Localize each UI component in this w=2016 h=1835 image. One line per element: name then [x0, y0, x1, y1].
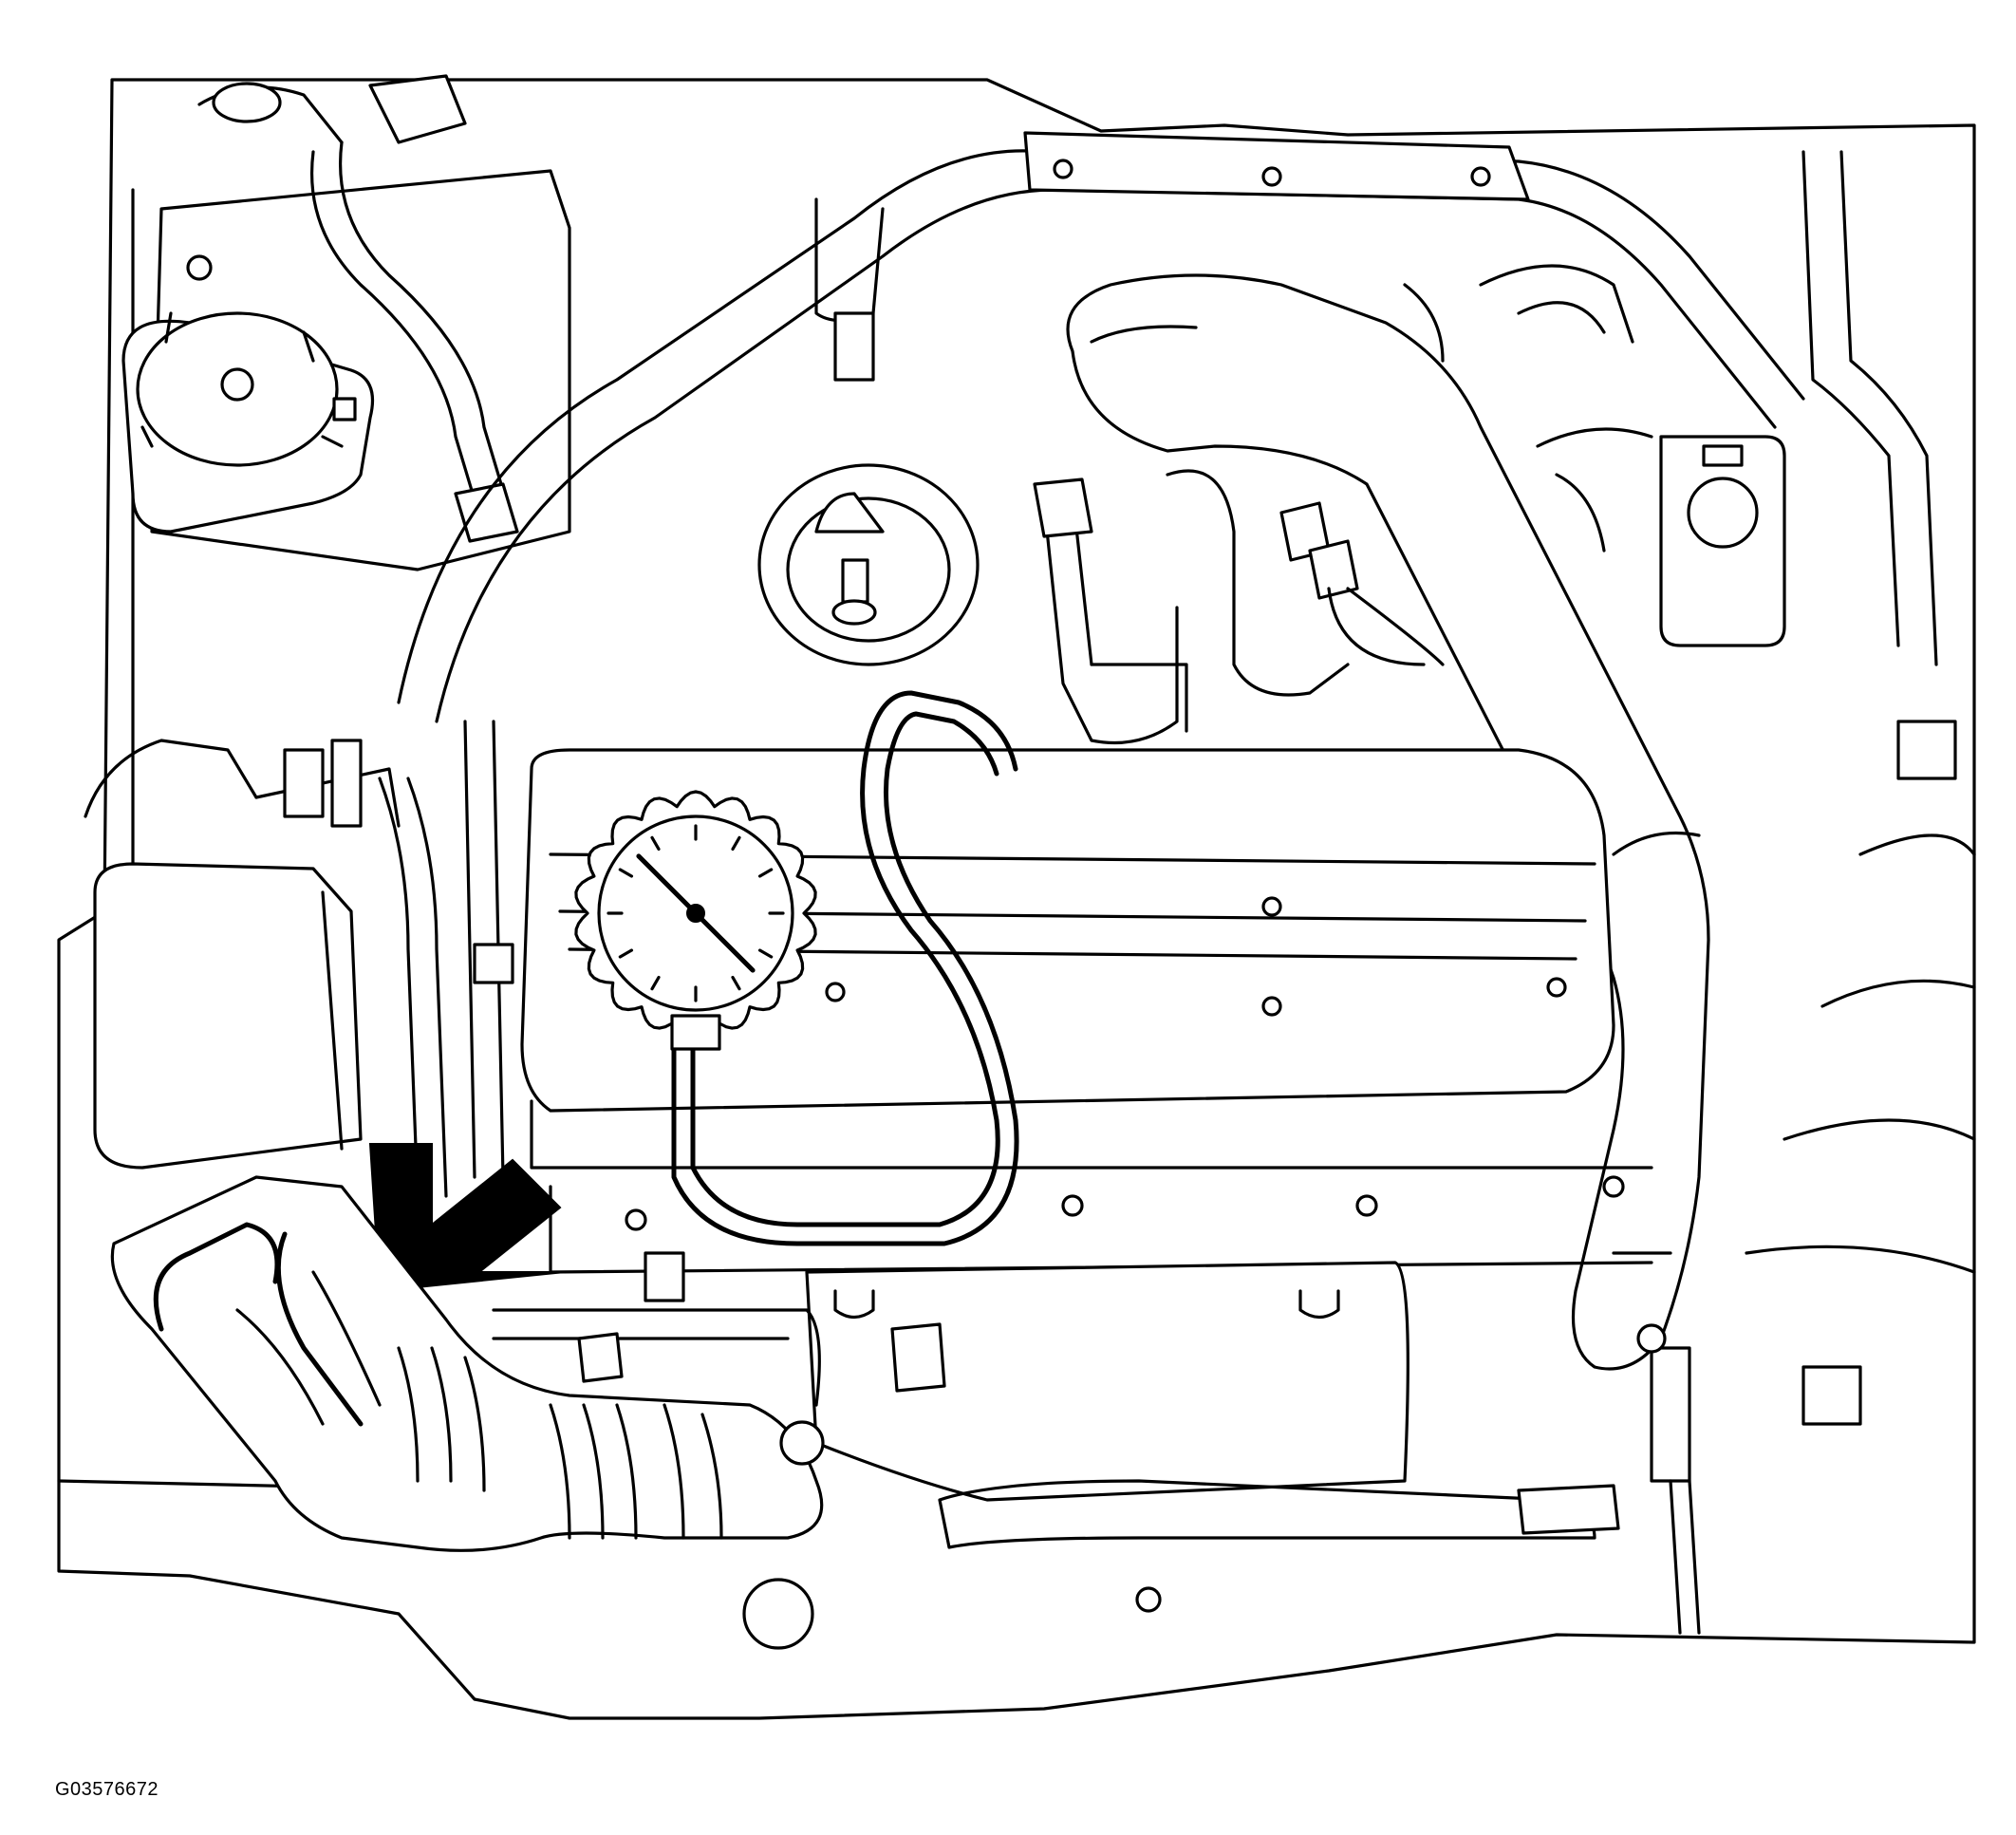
fuel-rail [1033, 469, 1445, 745]
gauge-tick [757, 868, 774, 878]
gauge-hose [671, 690, 1019, 1246]
gauge-tick [731, 835, 741, 852]
lower-plate [805, 1261, 1409, 1502]
gauge-tick [731, 975, 741, 991]
gauge-tick [618, 948, 634, 959]
left-harness [378, 720, 514, 1198]
gauge-tick [757, 948, 774, 959]
gauge-tick [618, 868, 634, 878]
distributor [757, 463, 980, 666]
pressure-gauge [574, 790, 817, 1051]
fuse-box [84, 739, 401, 1170]
upper-left-hose [197, 74, 519, 543]
gauge-tick [650, 975, 661, 991]
right-components [1403, 150, 1976, 1426]
gauge-tick [650, 835, 661, 852]
upper-crossover-pipe [397, 131, 1805, 723]
air-intake-boot [110, 1175, 825, 1552]
lower-hoses [492, 1251, 1701, 1650]
coolant-reservoir [121, 169, 571, 571]
indicator-arrow [368, 1143, 566, 1293]
figure-code: G03576672 [55, 1779, 159, 1800]
